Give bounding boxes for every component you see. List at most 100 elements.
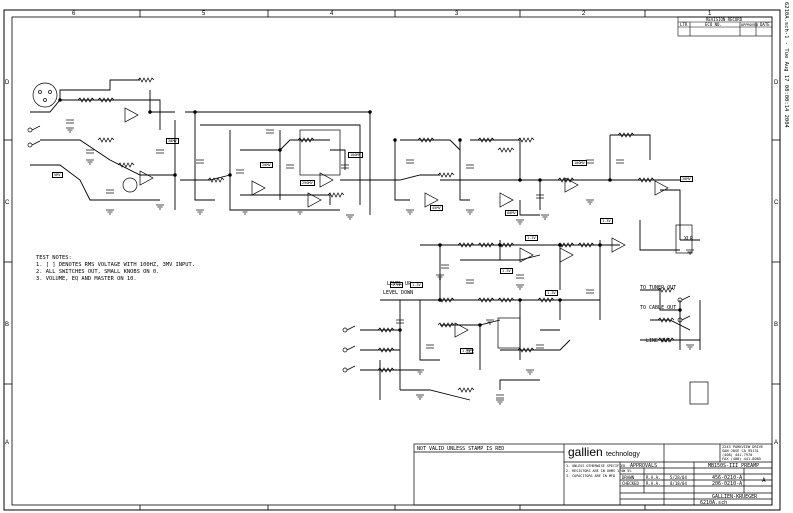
junction-dot: [393, 138, 397, 142]
wire: [59, 79, 140, 100]
junction-dot: [478, 323, 482, 327]
approval-role-1: CHECKED: [622, 481, 639, 486]
zone-right-a: A: [774, 440, 779, 446]
approval-role-0: DRAWN: [622, 475, 635, 480]
wire: [650, 319, 691, 331]
label-line-out: LINE OUT: [646, 338, 671, 344]
switch-lever: [681, 295, 691, 301]
sheet-size: A: [762, 477, 766, 484]
wire: [519, 200, 540, 216]
label-level-down: LEVEL DOWN: [383, 290, 414, 296]
resistor: [517, 137, 535, 143]
assembly-number: 206-0210-A: [712, 481, 743, 487]
resistor: [477, 297, 495, 303]
wire: [240, 139, 330, 151]
voltage-tag: 1.3V: [460, 348, 473, 354]
junction-dot: [498, 243, 502, 247]
zone-top-3: 3: [455, 11, 459, 17]
revision-col-eco: ECO NO.: [705, 22, 722, 27]
resistor: [327, 192, 345, 198]
resistor: [97, 97, 115, 103]
approvals-title: APPROVALS: [630, 463, 658, 469]
revision-block: [677, 16, 773, 37]
wire: [200, 124, 361, 205]
wire: [499, 379, 540, 390]
switch-lever: [346, 325, 356, 331]
voltage-tag: 100MV: [348, 152, 363, 158]
resistor: [657, 287, 675, 293]
title-note-1: 1. UNLESS OTHERWISE SPECIFIED: [566, 464, 626, 468]
resistor: [497, 297, 515, 303]
label-cable-out: TO CABLE OUT: [640, 305, 677, 311]
address-line-2: SAN JOSE CA 95131: [722, 449, 759, 453]
wire: [459, 140, 470, 201]
sheet-border-outer: [3, 9, 781, 511]
sheet-border-inner: [11, 16, 773, 506]
voltage-tag: 1.3V: [390, 282, 403, 288]
junction-dot: [538, 178, 542, 182]
wire: [330, 149, 346, 170]
zone-right-d: D: [774, 80, 779, 86]
voltage-tag: 1.3V: [500, 268, 513, 274]
op-amp-symbol: [454, 322, 469, 338]
switch-contact: [342, 347, 348, 353]
label-xlr: XLR: [684, 236, 694, 242]
op-amp-symbol: [424, 192, 439, 208]
wire: [340, 174, 440, 181]
title-note-2: 2. RESISTORS ARE IN OHMS 1/4W 5%: [566, 469, 632, 473]
company-name: gallien: [568, 445, 603, 459]
junction-dot: [598, 243, 602, 247]
resistor: [417, 137, 435, 143]
company-suffix: technology: [606, 451, 640, 458]
zone-left-d: D: [5, 80, 10, 86]
switch-lever: [681, 315, 691, 321]
file-timestamp: 6210A.sch-1 - Tue Aug 17 08:00:14 2004: [783, 2, 789, 128]
wire: [560, 299, 601, 320]
switch-lever: [346, 365, 356, 371]
drawing-title: MB150S-III PREAMP: [708, 463, 760, 469]
title-block: [413, 443, 773, 506]
zone-right-b: B: [774, 322, 779, 328]
revision-col-approved: APPROVED: [741, 23, 759, 27]
wire: [394, 140, 410, 201]
switch-contact: [27, 127, 33, 133]
junction-dot: [368, 110, 372, 114]
zone-right-c: C: [774, 200, 779, 206]
voltage-tag: 5MV: [52, 172, 63, 178]
resistor: [377, 347, 395, 353]
junction-dot: [678, 308, 682, 312]
label-level-up: LEVEL UP: [387, 281, 412, 287]
junction-dot: [458, 138, 462, 142]
op-amp-symbol: [654, 180, 669, 196]
revision-col-date: DATE: [760, 22, 770, 27]
title-note-3: 3. CAPACITORS ARE IN MFD: [566, 474, 615, 478]
revision-title: REVISION RECORD: [706, 17, 743, 22]
voltage-tag: 1.3V: [525, 235, 538, 241]
resistor: [207, 177, 225, 183]
switch-contact: [27, 142, 33, 148]
resistor: [577, 242, 595, 248]
resistor: [297, 137, 315, 143]
approval-name-1: R.A.A.: [646, 481, 661, 486]
approval-date-1: 8/18/04: [670, 481, 687, 486]
junction-dot: [558, 243, 562, 247]
junction-dot: [278, 148, 282, 152]
resistor: [537, 297, 555, 303]
approval-name-0: R.A.A.: [646, 475, 661, 480]
jack-pin: [43, 98, 47, 102]
zone-ticks: [4, 10, 780, 510]
wire: [470, 139, 521, 180]
resistor: [377, 367, 395, 373]
resistor: [457, 387, 475, 393]
component-group: [27, 77, 709, 405]
op-amp-symbol: [611, 237, 626, 253]
switch-lever: [31, 140, 41, 146]
transistor: [122, 177, 138, 193]
wire: [500, 339, 571, 351]
resistor: [77, 97, 95, 103]
part-number: 456-0210-A: [712, 475, 743, 481]
wire: [419, 300, 440, 361]
resistor: [477, 242, 495, 248]
junction-dot: [558, 298, 562, 302]
